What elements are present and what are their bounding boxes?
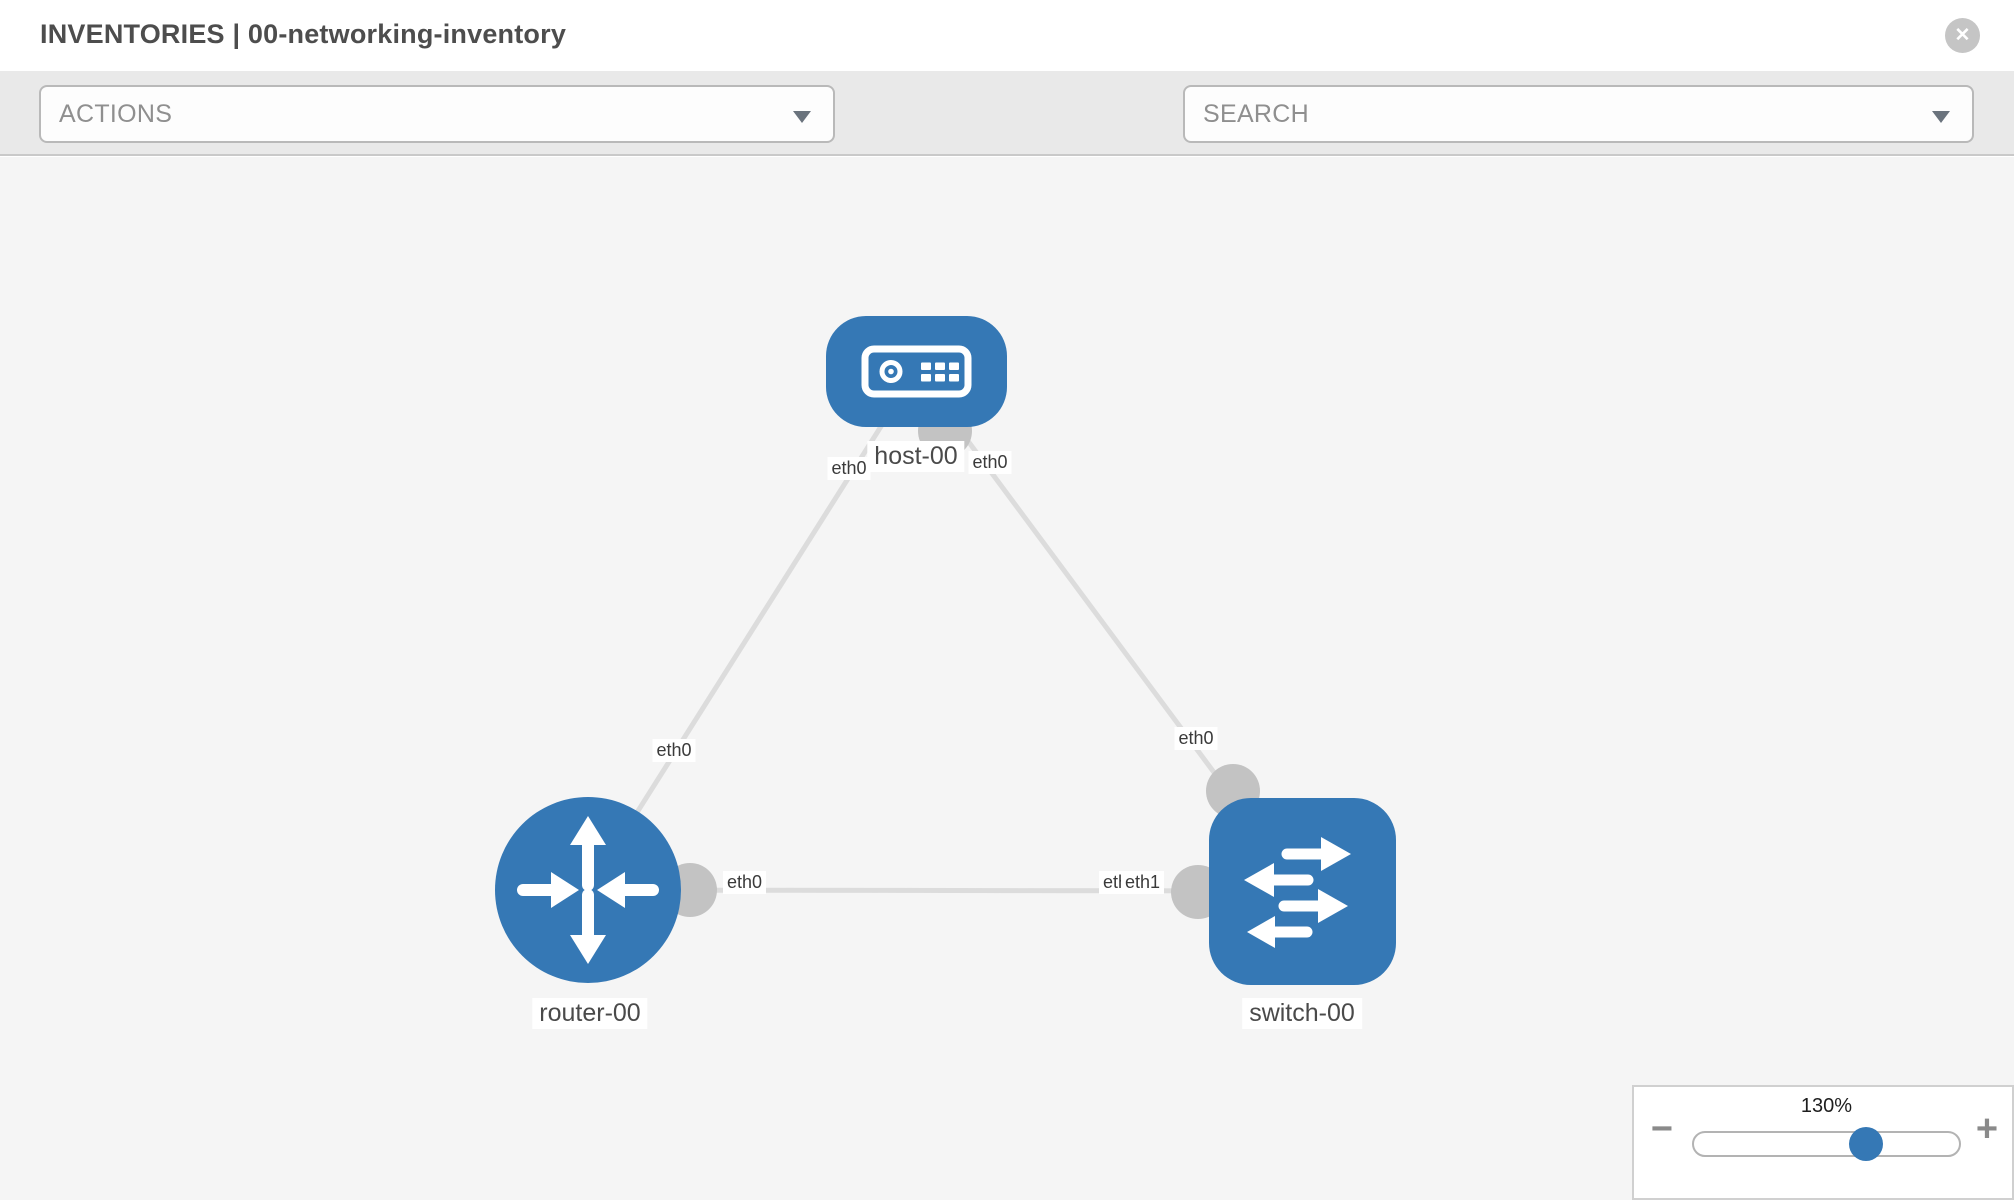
chevron-down-icon [793,111,811,123]
header-bar: INVENTORIES | 00-networking-inventory ✕ [0,0,2014,71]
host-icon [861,345,972,398]
interface-label-switch-to-host: eth0 [1174,727,1218,750]
actions-dropdown[interactable]: ACTIONS [39,85,835,143]
node-switch-00[interactable] [1209,798,1396,985]
node-label-switch: switch-00 [1242,998,1362,1029]
chevron-down-icon [1932,111,1950,123]
actions-dropdown-label: ACTIONS [59,99,173,128]
search-dropdown[interactable]: SEARCH [1183,85,1974,143]
close-icon: ✕ [1954,25,1971,46]
zoom-out-button[interactable]: − [1642,1107,1682,1151]
node-label-router: router-00 [532,998,648,1029]
interface-label-host-to-switch: eth0 [968,451,1012,474]
search-dropdown-label: SEARCH [1203,99,1309,128]
node-host-00[interactable] [826,316,1007,427]
interface-label-switch-to-router: eth1 [1121,871,1165,894]
switch-icon [1244,837,1351,948]
interface-label-host-to-router: eth0 [827,457,871,480]
zoom-in-button[interactable]: + [1967,1107,2007,1151]
zoom-slider-thumb[interactable] [1849,1127,1883,1161]
zoom-slider-track[interactable] [1692,1127,1961,1161]
interface-label-router-to-host: eth0 [652,739,696,762]
interface-label-router-to-switch: eth0 [723,871,767,894]
node-router-00[interactable] [495,797,681,983]
toolbar: ACTIONS SEARC [0,71,2014,202]
node-label-host: host-00 [867,441,965,472]
page-title: INVENTORIES | 00-networking-inventory [40,19,567,49]
zoom-level-value: 130% [1800,1095,1853,1117]
close-button[interactable]: ✕ [1945,18,1980,53]
router-icon [517,816,659,964]
zoom-control-panel: 130% − + [1632,1085,2014,1200]
topology-canvas[interactable] [0,157,2014,1200]
